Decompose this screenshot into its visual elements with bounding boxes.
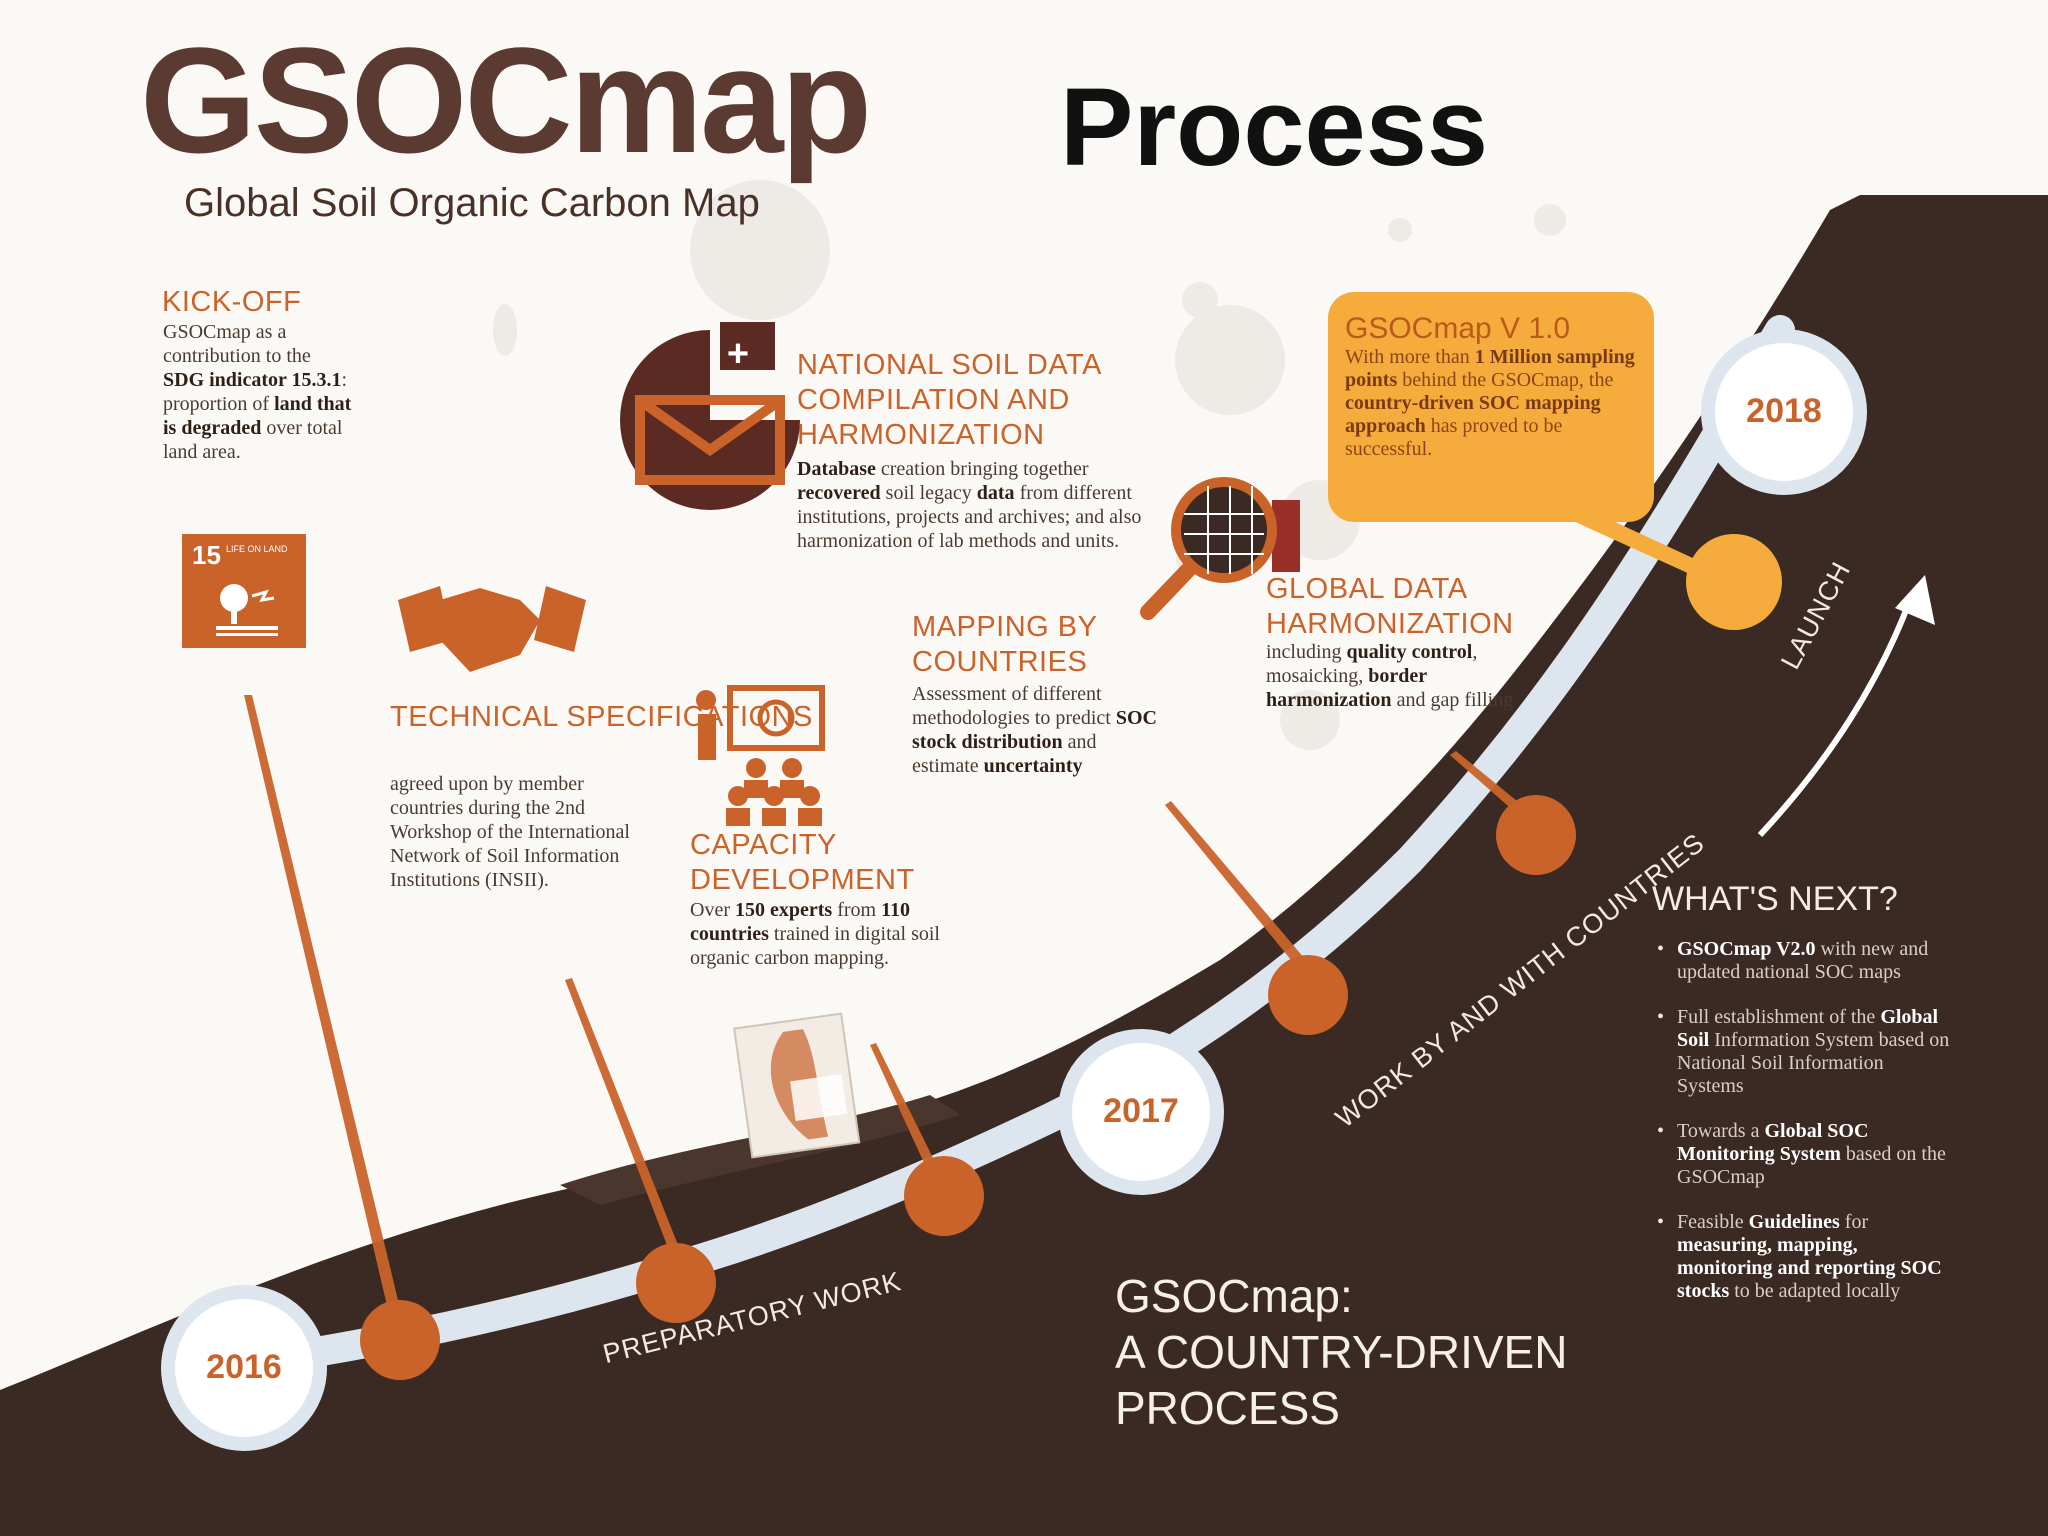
- global-data-harmonization-heading: GLOBAL DATA HARMONIZATION: [1266, 573, 1514, 640]
- box-connector: [1560, 515, 1740, 590]
- tree-icon: [216, 584, 278, 636]
- milestone-dots: [360, 795, 1576, 1380]
- whats-next-item: Full establishment of the Global Soil In…: [1655, 1006, 1955, 1098]
- year-2018-label: 2018: [1746, 392, 1822, 430]
- country-driven-line-2: A COUNTRY-DRIVEN: [1115, 1326, 1568, 1378]
- year-circles: [161, 329, 1867, 1451]
- mapping-by-countries-text: Assessment of different methodologies to…: [912, 683, 1157, 777]
- sdg-15-badge: 15 LIFE ON LAND: [182, 534, 306, 648]
- soil-background: [0, 195, 2048, 1536]
- capacity-development-heading: CAPACITY DEVELOPMENT: [690, 829, 915, 896]
- gsocmap-v1-title: GSOCmap V 1.0: [1345, 312, 1571, 345]
- connectors: [244, 695, 1540, 1327]
- kickoff-text: GSOCmap as a contribution to the SDG ind…: [163, 321, 352, 463]
- gsocmap-v1-box: [1328, 292, 1654, 522]
- gsocmap-v1-text: With more than 1 Million sampling points…: [1345, 346, 1635, 460]
- whats-next-item: Towards a Global SOC Monitoring System b…: [1655, 1120, 1955, 1189]
- country-driven-line-1: GSOCmap:: [1115, 1270, 1353, 1322]
- magnifier-grid-icon: [1140, 477, 1300, 620]
- capacity-development-icon: [696, 685, 825, 826]
- next-arrow: [1757, 598, 1913, 838]
- next-arrow-head: [1895, 575, 1935, 625]
- mapping-by-countries-heading: MAPPING BY COUNTRIES: [912, 611, 1097, 678]
- global-data-harmonization-text: including quality control, mosaicking, b…: [1266, 641, 1514, 711]
- handshake-icon: [398, 586, 586, 672]
- year-2016-label: 2016: [206, 1348, 282, 1386]
- kickoff-heading: KICK-OFF: [162, 286, 302, 318]
- page-subtitle: Global Soil Organic Carbon Map: [184, 181, 760, 225]
- sdg-number: 15: [192, 540, 221, 570]
- svg-text:+: +: [727, 333, 749, 375]
- report-cover: [733, 1012, 861, 1159]
- sdg-label: LIFE ON LAND: [226, 544, 288, 554]
- technical-specifications-text: agreed upon by member countries during t…: [390, 773, 630, 891]
- page-title-process: Process: [1060, 66, 1489, 189]
- national-soil-data-text: Database creation bringing together reco…: [797, 458, 1142, 552]
- technical-specifications-heading: TECHNICAL SPECIFICATIONS: [390, 701, 813, 733]
- whats-next-list: GSOCmap V2.0 with new and updated nation…: [1655, 938, 1955, 1325]
- envelope-chart-icon: +: [620, 322, 800, 510]
- country-driven-line-3: PROCESS: [1115, 1382, 1340, 1434]
- year-2017-label: 2017: [1103, 1092, 1179, 1130]
- whats-next-heading: WHAT'S NEXT?: [1652, 880, 1898, 918]
- whats-next-item: GSOCmap V2.0 with new and updated nation…: [1655, 938, 1955, 984]
- whats-next-item: Feasible Guidelines for measuring, mappi…: [1655, 1211, 1955, 1303]
- country-driven-statement: GSOCmap: A COUNTRY-DRIVEN PROCESS: [1115, 1268, 1567, 1436]
- page-title: GSOCmap: [140, 16, 872, 184]
- national-soil-data-heading: NATIONAL SOIL DATA COMPILATION AND HARMO…: [797, 349, 1101, 451]
- capacity-development-text: Over 150 experts from 110 countries trai…: [690, 899, 940, 969]
